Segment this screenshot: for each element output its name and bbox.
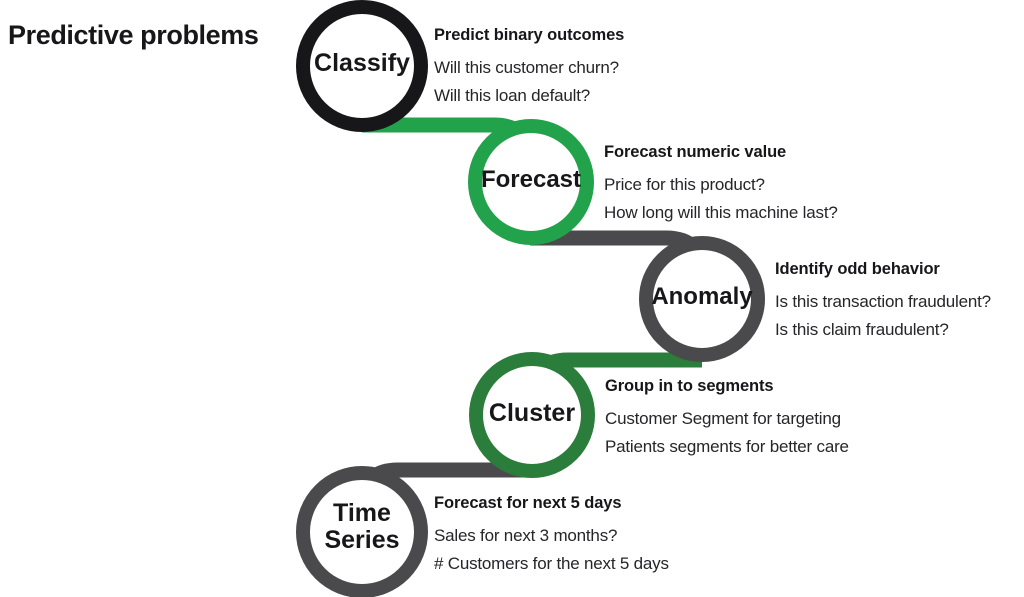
node-circle-classify[interactable] <box>296 0 428 132</box>
description-line-timeseries-1: Sales for next 3 months? <box>434 526 618 545</box>
description-heading-cluster: Group in to segments <box>605 377 774 395</box>
description-heading-classify: Predict binary outcomes <box>434 26 625 44</box>
node-circle-anomaly[interactable] <box>639 236 765 362</box>
description-cluster: Group in to segments Customer Segment fo… <box>605 377 849 460</box>
description-heading-timeseries: Forecast for next 5 days <box>434 494 622 512</box>
description-line-anomaly-1: Is this transaction fraudulent? <box>775 292 991 311</box>
description-forecast: Forecast numeric value Price for this pr… <box>604 143 838 226</box>
description-line-cluster-2: Patients segments for better care <box>605 436 849 456</box>
description-line-cluster-1: Customer Segment for targeting <box>605 409 841 428</box>
node-circle-cluster[interactable] <box>469 352 595 478</box>
description-line-classify-2: Will this loan default? <box>434 85 591 105</box>
node-circle-forecast[interactable] <box>468 119 594 245</box>
description-line-classify-1: Will this customer churn? <box>434 58 619 77</box>
description-heading-forecast: Forecast numeric value <box>604 143 787 161</box>
description-classify: Predict binary outcomes Will this custom… <box>434 26 624 109</box>
description-line-forecast-2: How long will this machine last? <box>604 202 838 222</box>
description-line-timeseries-2: # Customers for the next 5 days <box>434 553 669 573</box>
description-timeseries: Forecast for next 5 days Sales for next … <box>434 494 669 577</box>
description-line-anomaly-2: Is this claim fraudulent? <box>775 319 949 339</box>
node-circle-timeseries[interactable] <box>296 466 428 597</box>
description-line-forecast-1: Price for this product? <box>604 175 765 194</box>
description-heading-anomaly: Identify odd behavior <box>775 260 940 278</box>
page-title: Predictive problems <box>8 20 259 50</box>
description-anomaly: Identify odd behavior Is this transactio… <box>775 260 991 343</box>
